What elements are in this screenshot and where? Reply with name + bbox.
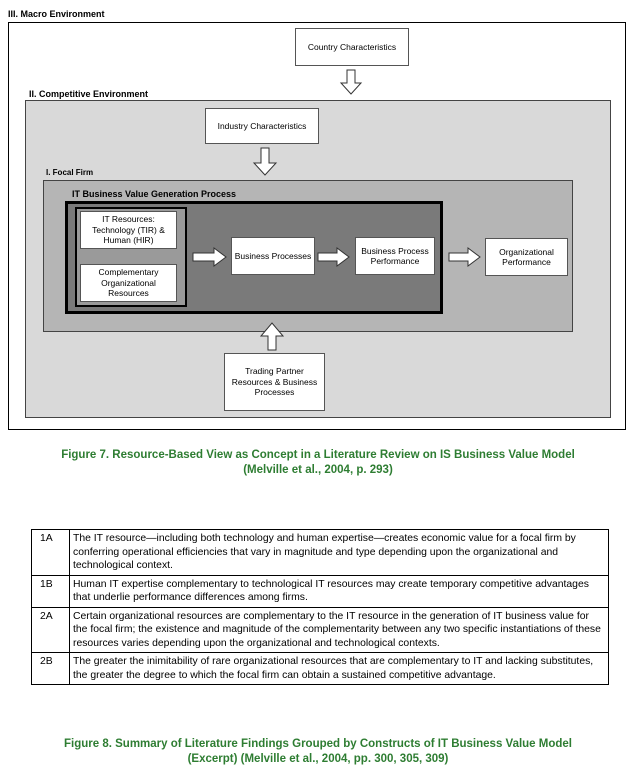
right-arrow-icon	[448, 247, 481, 267]
findings-table: 1A The IT resource—including both techno…	[31, 529, 609, 685]
table-row: 2A Certain organizational resources are …	[31, 606, 609, 653]
finding-code: 1A	[31, 529, 70, 576]
organizational-performance-box: Organizational Performance	[485, 238, 568, 276]
finding-text: Human IT expertise complementary to tech…	[69, 574, 609, 608]
focal-firm-label: I. Focal Firm	[46, 168, 94, 177]
process-label: IT Business Value Generation Process	[72, 189, 237, 199]
finding-code: 2B	[31, 652, 70, 685]
figure8-caption-line2: (Excerpt) (Melville et al., 2004, pp. 30…	[187, 753, 449, 765]
down-arrow-icon	[252, 147, 278, 176]
figure8-caption-line1: Figure 8. Summary of Literature Findings…	[64, 738, 572, 750]
arrows-layer	[192, 69, 481, 351]
macro-environment-label: III. Macro Environment	[8, 9, 105, 19]
finding-text: The greater the inimitability of rare or…	[69, 652, 609, 685]
up-arrow-icon	[259, 322, 285, 351]
figure7-caption-line1: Figure 7. Resource-Based View as Concept…	[61, 449, 575, 461]
finding-code: 1B	[31, 574, 70, 608]
business-process-performance-box: Business Process Performance	[355, 237, 435, 275]
business-processes-box: Business Processes	[231, 237, 315, 275]
finding-text: The IT resource—including both technolog…	[69, 529, 609, 576]
right-arrow-icon	[317, 247, 350, 267]
industry-characteristics-box: Industry Characteristics	[205, 108, 319, 144]
figure7-caption-line2: (Melville et al., 2004, p. 293)	[243, 464, 393, 476]
table-row: 2B The greater the inimitability of rare…	[31, 652, 609, 685]
table-row: 1B Human IT expertise complementary to t…	[31, 574, 609, 608]
country-characteristics-box: Country Characteristics	[295, 28, 409, 66]
right-arrow-icon	[192, 247, 227, 267]
it-resources-box: IT Resources: Technology (TIR) & Human (…	[80, 211, 177, 249]
table-row: 1A The IT resource—including both techno…	[31, 529, 609, 576]
finding-code: 2A	[31, 606, 70, 653]
trading-partner-box: Trading Partner Resources & Business Pro…	[224, 353, 325, 411]
down-arrow-icon	[339, 69, 363, 95]
complementary-resources-box: Complementary Organizational Resources	[80, 264, 177, 302]
finding-text: Certain organizational resources are com…	[69, 606, 609, 653]
competitive-environment-label: II. Competitive Environment	[29, 89, 149, 99]
